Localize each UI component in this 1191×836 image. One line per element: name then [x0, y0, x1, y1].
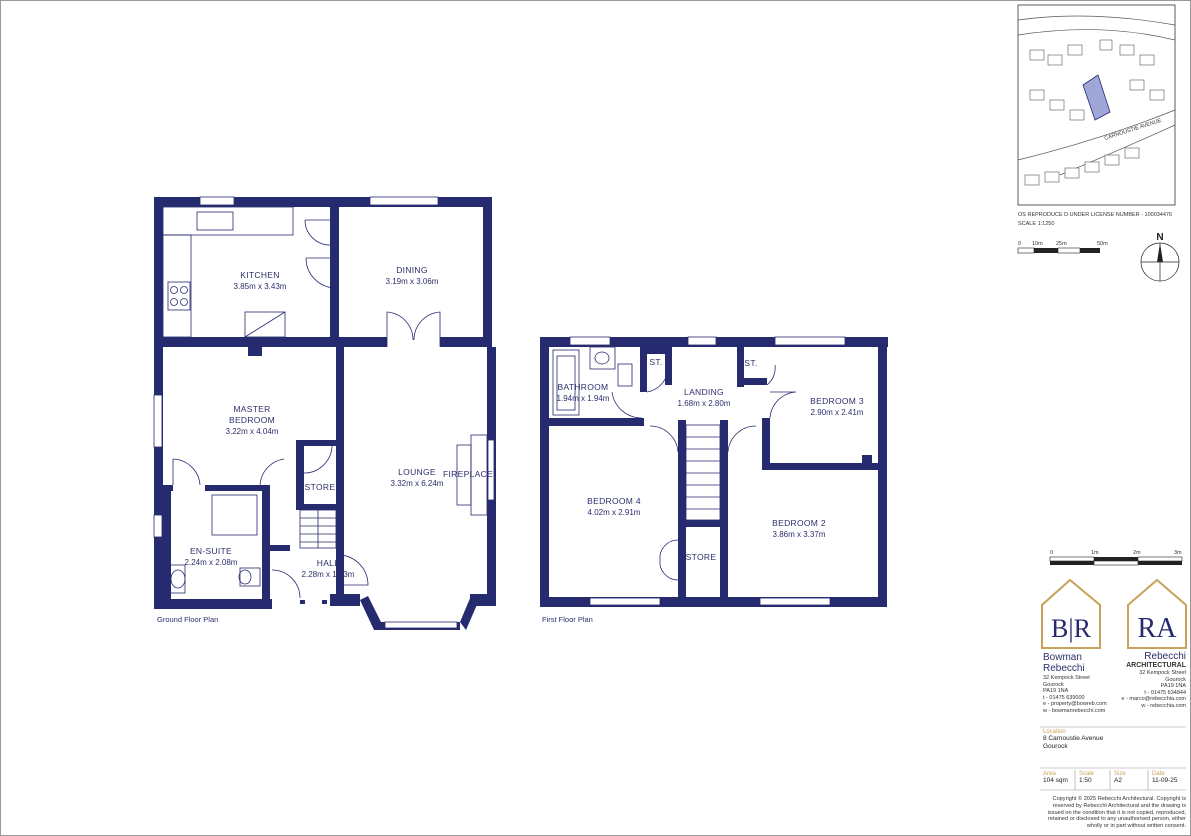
room-st1-name: ST. — [649, 357, 662, 367]
room-dining-name: DINING — [396, 265, 428, 275]
room-kitchen-name: KITCHEN — [240, 270, 279, 280]
firm-ra-address-0: 32 Kempock Street — [1139, 670, 1186, 676]
firm-br-address-0: 32 Kempock Street — [1043, 675, 1090, 681]
firm-ra-name1: Rebecchi — [1144, 651, 1186, 662]
bowman-rebecchi-logo: B|R — [1041, 578, 1101, 649]
rebecchi-architectural-logo: RA — [1127, 578, 1187, 649]
firm-br-address-2: PA19 1NA — [1043, 688, 1069, 695]
north-arrow-icon — [1140, 242, 1180, 282]
firm-ra-name2: ARCHITECTURAL — [1126, 662, 1186, 669]
room-bedroom3-dim: 2.90m x 2.41m — [811, 408, 864, 417]
br-logo-text: B|R — [1051, 614, 1092, 643]
firm-br-name1: Bowman — [1043, 652, 1082, 663]
map-bar-label-1: 10m — [1032, 241, 1043, 247]
ground-floor-plan — [153, 196, 496, 630]
location-line1: 8 Carnoustie Avenue — [1043, 735, 1104, 742]
copyright-notice: Copyright © 2025 Rebecchi Architectural.… — [1040, 796, 1186, 830]
scale-label: Scale — [1079, 771, 1095, 777]
firm-ra-block: Rebecchi ARCHITECTURAL 32 Kempock Street… — [1110, 651, 1186, 710]
map-license: OS REPRODUCE D UNDER LICENSE NUMBER - 10… — [1018, 212, 1172, 218]
room-master-dim: 3.22m x 4.04m — [226, 427, 279, 436]
area-value: 104 sqm — [1043, 777, 1068, 784]
first-floor-caption: First Floor Plan — [542, 615, 593, 624]
meta-size: Size A2 — [1114, 771, 1144, 784]
firm-ra-address-1: Gourock — [1165, 676, 1186, 683]
firm-br-name2: Rebecchi — [1043, 663, 1085, 674]
scale-label-0: 0 — [1050, 550, 1053, 556]
location-map: CARNOUSTIE AVENUE OS REPRODUCE D UNDER L… — [1017, 4, 1180, 282]
room-master-name1: MASTER — [233, 404, 270, 414]
room-lounge-name: LOUNGE — [398, 467, 436, 477]
map-bar-label-0: 0 — [1018, 241, 1021, 247]
copyright-line-2: issued on the condition that it is not c… — [1047, 809, 1186, 816]
size-label: Size — [1114, 771, 1126, 777]
room-master-name2: BEDROOM — [229, 415, 275, 425]
copyright-line-4: wholly or in part without written consen… — [1086, 823, 1186, 830]
room-bathroom-dim: 1.94m x 1.94m — [557, 394, 610, 403]
room-bathroom-name: BATHROOM — [558, 382, 609, 392]
room-hall-name: HALL — [317, 558, 339, 568]
date-value: 11-09-25 — [1152, 777, 1178, 784]
room-st2-name: ST. — [744, 358, 757, 368]
location-block: Location 8 Carnoustie Avenue Gourock — [1043, 729, 1183, 751]
room-ensuite-name: EN-SUITE — [190, 546, 232, 556]
room-landing-name: LANDING — [684, 387, 724, 397]
firm-br-web: w - bowmanrebecchi.com — [1043, 707, 1106, 714]
location-line2: Gourock — [1043, 743, 1068, 750]
firm-ra-phone: t - 01475 634844 — [1144, 689, 1186, 696]
site-highlight — [1082, 74, 1111, 121]
plan-scale-bar: 0 1m 2m 3m — [1049, 550, 1183, 566]
firm-br-address-1: Gourock — [1043, 681, 1064, 688]
copyright-line-0: Copyright © 2025 Rebecchi Architectural.… — [1052, 796, 1186, 802]
fireplace-label: FIREPLACE — [443, 469, 493, 479]
room-lounge-dim: 3.32m x 6.24m — [391, 479, 444, 488]
room-store-gf-name: STORE — [305, 482, 336, 492]
copyright-line-1: reserved by Rebecchi Architectural and t… — [1052, 802, 1186, 809]
room-dining-dim: 3.19m x 3.06m — [386, 277, 439, 286]
map-bar-label-2: 25m — [1056, 241, 1067, 247]
map-bar-label-3: 50m — [1097, 241, 1108, 247]
size-value: A2 — [1114, 777, 1122, 784]
first-floor-plan — [540, 336, 888, 607]
firm-br-email: e - property@bowreb.com — [1043, 701, 1107, 708]
meta-scale: Scale 1:50 — [1079, 771, 1109, 784]
location-label: Location — [1043, 729, 1066, 735]
room-bedroom4-dim: 4.02m x 2.91m — [588, 508, 641, 517]
north-label: N — [1156, 232, 1163, 243]
room-ensuite-dim: 2.24m x 2.08m — [185, 558, 238, 567]
room-bedroom4-name: BEDROOM 4 — [587, 496, 641, 506]
firm-br-phone: t - 01475 639000 — [1043, 694, 1085, 701]
copyright-line-3: retained or disclosed to any unauthorise… — [1047, 816, 1186, 823]
room-hall-dim: 2.28m x 1.83m — [302, 570, 355, 579]
firm-ra-address-2: PA19 1NA — [1160, 683, 1186, 690]
room-bedroom2-dim: 3.86m x 3.37m — [773, 530, 826, 539]
firm-ra-email: e - marco@rebecchia.com — [1121, 696, 1186, 703]
area-label: Area — [1043, 771, 1056, 777]
date-label: Date — [1152, 771, 1165, 777]
firm-br-block: Bowman Rebecchi 32 Kempock Street Gouroc… — [1043, 652, 1113, 715]
map-scale: SCALE 1:1250 — [1018, 221, 1054, 227]
room-bedroom3-name: BEDROOM 3 — [810, 396, 864, 406]
firm-ra-web: w - rebecchia.com — [1141, 702, 1186, 709]
ground-floor-caption: Ground Floor Plan — [157, 615, 218, 624]
room-kitchen-dim: 3.85m x 3.43m — [234, 282, 287, 291]
room-store-ff-name: STORE — [686, 552, 717, 562]
room-bedroom2-name: BEDROOM 2 — [772, 518, 826, 528]
meta-area: Area 104 sqm — [1043, 771, 1075, 784]
scale-label-3: 3m — [1174, 550, 1182, 556]
scale-value: 1:50 — [1079, 777, 1092, 784]
meta-date: Date 11-09-25 — [1152, 771, 1186, 784]
ra-logo-text: RA — [1138, 613, 1178, 644]
scale-label-2: 2m — [1133, 550, 1141, 556]
scale-label-1: 1m — [1091, 550, 1099, 556]
room-landing-dim: 1.68m x 2.80m — [678, 399, 731, 408]
